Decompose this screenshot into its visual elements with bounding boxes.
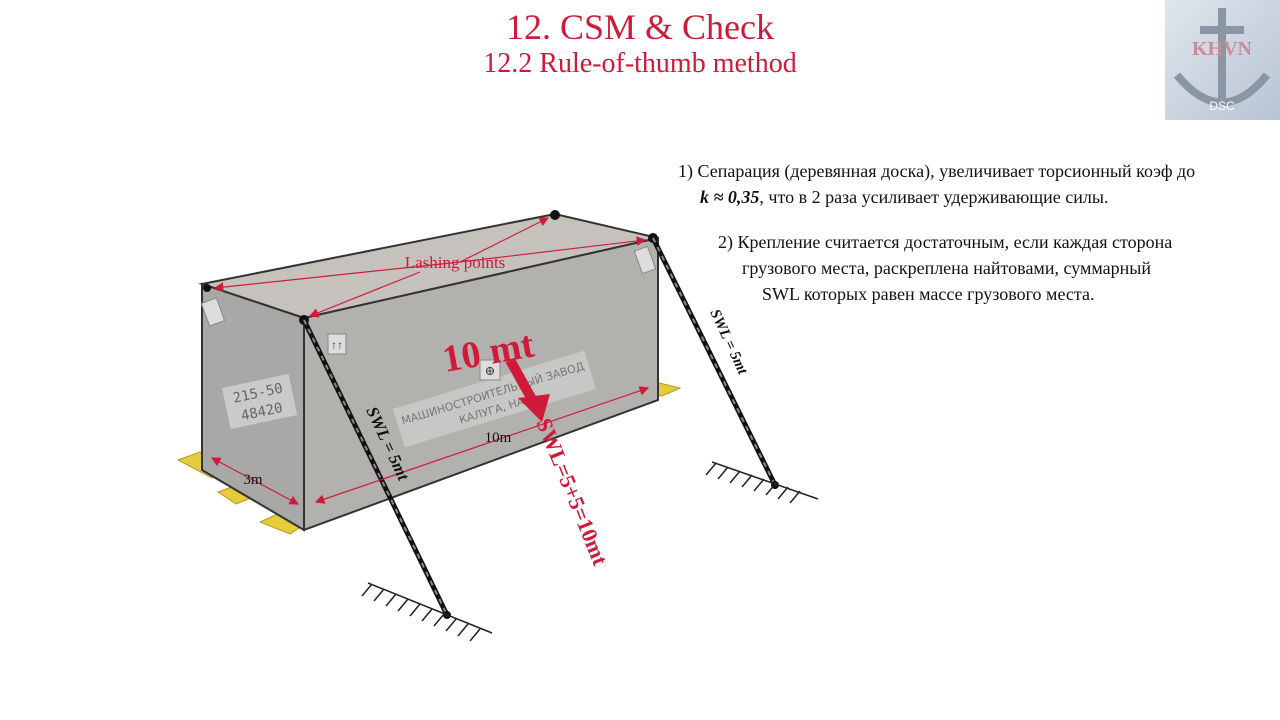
length-dimension bbox=[314, 386, 650, 504]
lashing-points-label: Lashing points bbox=[405, 253, 506, 272]
deck-anchor-right bbox=[705, 461, 819, 504]
page-title: 12. CSM & Check bbox=[505, 7, 774, 47]
stencil-codes: 215-50 48420 bbox=[222, 373, 298, 430]
length-label: 10m bbox=[485, 430, 512, 446]
page-subtitle: 12.2 Rule-of-thumb method bbox=[483, 48, 797, 79]
logo-subtext: DSC bbox=[1209, 99, 1235, 113]
note-2-line-2: грузового места, раскреплена найтовами, … bbox=[742, 258, 1151, 278]
note-2-line-1: 2) Крепление считается достаточным, если… bbox=[718, 232, 1173, 252]
svg-text:↑↑: ↑↑ bbox=[331, 338, 343, 352]
logo: KHVN DSC bbox=[1165, 0, 1280, 120]
note-1-rest: , что в 2 раза усиливает удерживающие си… bbox=[759, 187, 1109, 207]
svg-text:⊕: ⊕ bbox=[485, 363, 496, 378]
swl-total-label: SWL=5+5=10mt bbox=[531, 415, 613, 570]
anchor-icon bbox=[1173, 8, 1271, 107]
torsion-coefficient: k ≈ 0,35 bbox=[700, 187, 760, 207]
width-label: 3m bbox=[243, 472, 263, 488]
lashing-chain-right bbox=[650, 236, 779, 489]
swl-right-label: SWL = 5mt bbox=[706, 307, 750, 378]
logo-text: KHVN bbox=[1192, 38, 1253, 60]
deck-anchor-left bbox=[361, 582, 493, 642]
note-2-line-3: SWL которых равен массе грузового места. bbox=[762, 284, 1095, 304]
force-arrow bbox=[505, 357, 550, 422]
handling-signs: ↑↑ ⊕ bbox=[200, 245, 657, 381]
lashing-points-indicators bbox=[213, 217, 647, 318]
width-dimension bbox=[210, 457, 300, 505]
note-1-line-1: 1) Сепарация (деревянная доска), увеличи… bbox=[678, 161, 1196, 181]
note-1-line-2: k ≈ 0,35, что в 2 раза усиливает удержив… bbox=[700, 184, 1108, 210]
